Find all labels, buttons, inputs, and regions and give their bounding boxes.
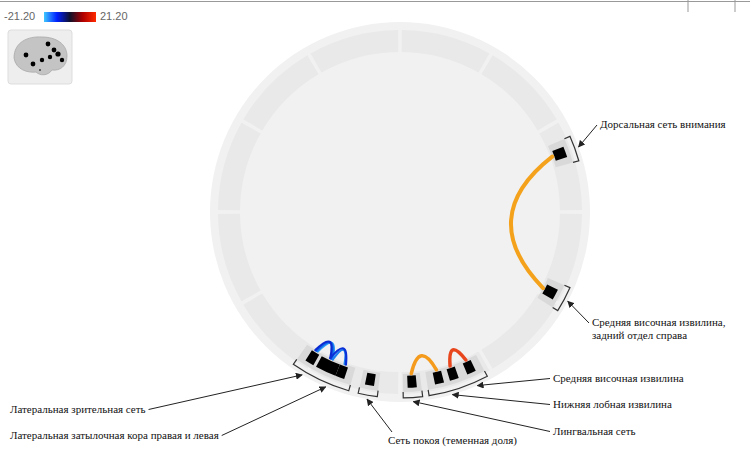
leader-arrow: [568, 301, 589, 323]
leader-arrow: [579, 125, 597, 147]
group-bracket: [553, 285, 570, 310]
group-bracket: [403, 391, 423, 398]
roi-group: [537, 278, 564, 307]
region-label: Нижняя лобная извилина: [553, 398, 672, 411]
connection-arc: [450, 350, 466, 366]
ring-band: [539, 123, 582, 211]
roi-group: [297, 345, 356, 385]
page-rule: [735, 0, 736, 12]
brain-thumbnail: [8, 30, 72, 84]
leader-arrow: [413, 402, 550, 432]
roi-block: [365, 373, 376, 386]
leader-lines: [149, 125, 597, 436]
leader-arrow: [149, 375, 303, 410]
roi-group: [548, 139, 573, 168]
leader-arrow: [222, 387, 326, 436]
ring-disc: [210, 22, 590, 402]
scale-max: 21.20: [100, 10, 128, 23]
region-label: Латеральная затылочная кора правая и лев…: [10, 429, 219, 442]
leader-arrow: [477, 379, 550, 386]
connectome-ring: [210, 22, 590, 402]
roi-block: [316, 356, 340, 376]
group-bracket: [564, 136, 578, 162]
color-bar: [44, 12, 96, 22]
ring-band: [481, 55, 556, 130]
leader-arrow: [367, 399, 392, 432]
page-rule: [0, 1, 750, 2]
roi-block: [542, 284, 558, 299]
ring-band: [402, 30, 490, 73]
ring-band: [218, 214, 261, 302]
network-label: Сеть покоя (теменная доля): [388, 434, 517, 447]
roi-block: [433, 371, 444, 385]
group-bracket: [358, 387, 378, 396]
roi-block: [552, 147, 567, 161]
page-rule: [688, 0, 689, 12]
network-label: Латеральная зрительная сеть: [10, 403, 146, 416]
connection-arc: [511, 157, 552, 288]
scale-min: -21.20: [4, 10, 35, 23]
connection-arc: [315, 341, 331, 358]
ring-band: [311, 30, 399, 73]
region-label: Средняя височная извилина, задний отдел …: [592, 316, 742, 342]
roi-block: [463, 360, 476, 375]
ring-band: [243, 55, 318, 130]
network-label: Дорсальная сеть внимания: [600, 118, 726, 131]
network-label: Лингвальная сеть: [553, 425, 636, 438]
ring-band: [218, 123, 261, 211]
leader-arrow: [452, 395, 550, 405]
ring-band: [481, 293, 556, 368]
connection-arc: [411, 356, 436, 374]
roi-block: [407, 375, 417, 388]
roi-group: [360, 370, 381, 391]
roi-block: [447, 367, 459, 381]
region-label: Средняя височная извилина: [553, 372, 684, 385]
connection-arc: [330, 348, 346, 364]
ring-band: [402, 351, 490, 394]
roi-group: [403, 373, 422, 392]
roi-block: [305, 350, 319, 365]
group-bracket: [428, 371, 487, 396]
roi-group: [425, 355, 484, 390]
